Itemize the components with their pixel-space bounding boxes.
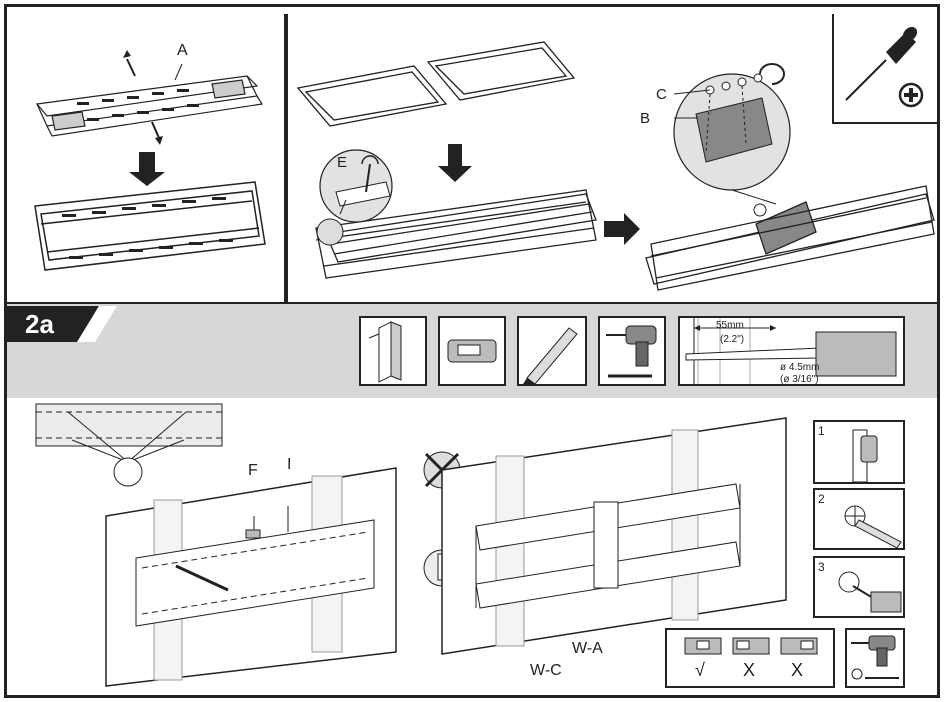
sub-step-3-box: 3 bbox=[813, 556, 905, 618]
power-drill-icon bbox=[598, 316, 666, 386]
label-b: B bbox=[640, 110, 651, 127]
drill-depth-in: (2.2") bbox=[720, 334, 745, 345]
label-wc: W-C bbox=[530, 662, 562, 679]
label-a: A bbox=[177, 42, 188, 59]
label-f: F bbox=[248, 462, 258, 479]
screwdriver-box bbox=[832, 14, 937, 124]
tool-wood-stud bbox=[359, 316, 427, 386]
label-c: C bbox=[656, 86, 667, 103]
label-wa: W-A bbox=[572, 640, 603, 657]
wall-template-illustration bbox=[105, 467, 397, 687]
tool-pencil bbox=[517, 316, 587, 386]
label-e: E bbox=[337, 154, 348, 171]
drill-dia-mm: ø 4.5mm bbox=[780, 362, 820, 373]
phillips-plus-icon bbox=[898, 82, 924, 108]
level-check-ok: √ bbox=[695, 660, 705, 680]
label-i: I bbox=[287, 456, 292, 473]
sub-step-2-number: 2 bbox=[818, 492, 825, 506]
drill-depth-mm: 55mm bbox=[716, 320, 744, 331]
bracket-assembly-illustration bbox=[296, 41, 935, 291]
wall-marking-diagram bbox=[35, 403, 223, 487]
page-border bbox=[4, 4, 940, 698]
level-check-x-1: X bbox=[743, 660, 756, 680]
wall-bracket-illustration bbox=[441, 417, 787, 655]
sub-step-1-number: 1 bbox=[818, 424, 825, 438]
step-2a-number: 2a bbox=[25, 309, 54, 339]
sub-step-1-box: 1 bbox=[813, 420, 905, 484]
step-2a-badge-slant bbox=[77, 306, 117, 342]
drill-tool-box bbox=[845, 628, 905, 688]
level-check-box: √ X X bbox=[665, 628, 835, 688]
drill-depth-diagram: 55mm (2.2") ø 4.5mm (ø 3/16") bbox=[678, 316, 905, 386]
sub-step-2-box: 2 bbox=[813, 488, 905, 550]
drill-dia-in: (ø 3/16") bbox=[780, 374, 819, 385]
level-check-x-2: X bbox=[791, 660, 804, 680]
sub-step-3-number: 3 bbox=[818, 560, 825, 574]
bracket-slide-illustration bbox=[34, 50, 266, 271]
phillips-screwdriver-icon bbox=[845, 26, 918, 101]
tool-stud-finder bbox=[438, 316, 506, 386]
